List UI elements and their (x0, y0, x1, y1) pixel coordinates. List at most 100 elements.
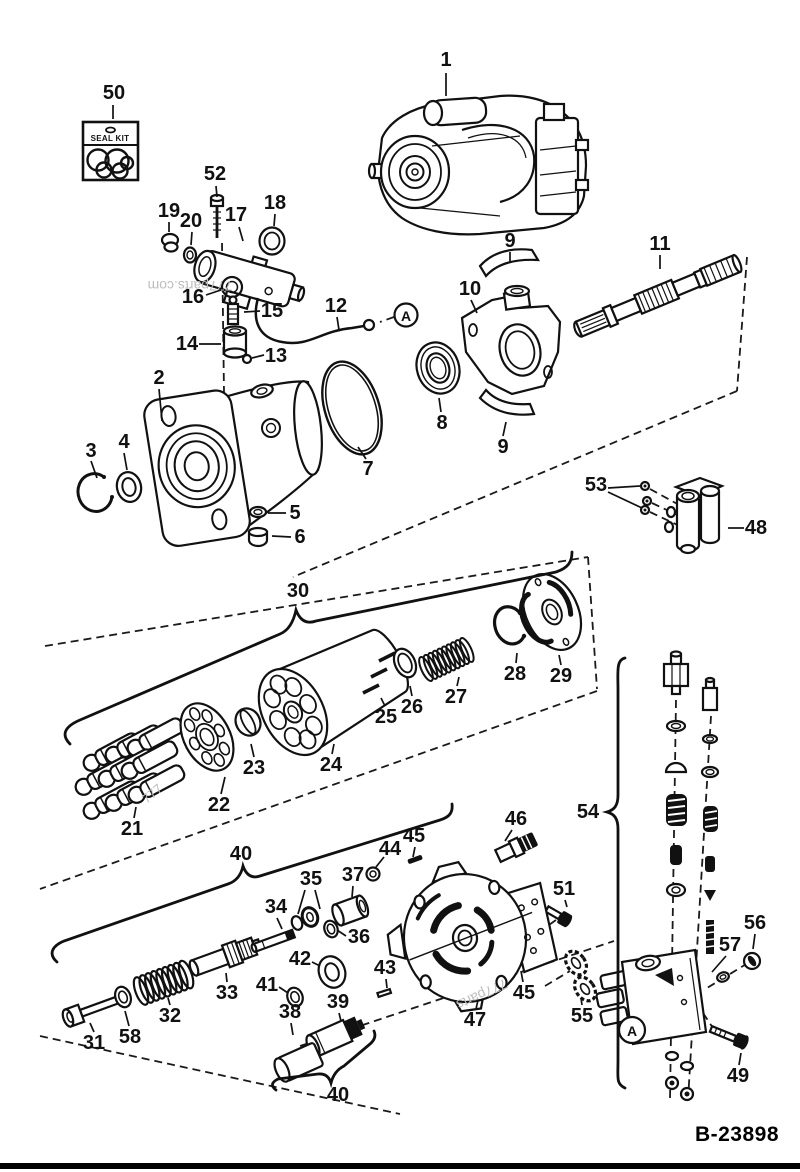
callout-54: 54 (577, 801, 600, 823)
callout-11: 11 (649, 233, 670, 255)
callout-14: 14 (176, 333, 199, 355)
callout-37: 37 (342, 864, 364, 886)
callout-32: 32 (159, 1005, 181, 1027)
callout-19: 19 (158, 200, 180, 222)
callout-3: 3 (85, 440, 96, 462)
callout-40: 40 (327, 1084, 349, 1106)
callout-5: 5 (289, 502, 300, 524)
part-34-rod (250, 928, 297, 954)
callout-40: 40 (230, 843, 252, 865)
leader-line-32 (167, 997, 171, 1006)
part-51-bolt (543, 904, 573, 928)
leader-line-7 (357, 446, 367, 460)
callout-15: 15 (261, 300, 283, 322)
watermark-parts-com: 777parts.com (148, 278, 233, 294)
part-35-seal-rings (290, 906, 320, 931)
seal-kit-label: SEAL KIT (91, 134, 130, 143)
part-12-pipe (254, 297, 376, 345)
drawing-number: B-23898 (695, 1123, 779, 1146)
leader-line-36 (336, 929, 347, 937)
leader-line-3 (90, 460, 98, 479)
part-15-spring-poppet (226, 295, 240, 326)
part-46-fitting (493, 832, 538, 864)
callout-51: 51 (553, 878, 575, 900)
part-43-pin (375, 987, 393, 999)
marker-a-lower-label: A (627, 1023, 637, 1039)
leader-line-20 (190, 231, 193, 246)
part-54-valve-components-left (662, 650, 690, 898)
callout-8: 8 (436, 412, 447, 434)
part-13-ball (241, 353, 253, 365)
page-bottom-border (0, 1163, 800, 1169)
flange-bolt-hole (211, 508, 228, 531)
leader-line-37 (351, 885, 354, 898)
callout-23: 23 (243, 757, 265, 779)
callout-10: 10 (459, 278, 481, 300)
leader-line-41 (278, 986, 289, 994)
part-3-snap-ring (76, 472, 114, 513)
callout-26: 26 (401, 696, 423, 718)
pump-front-face (379, 134, 451, 210)
part-41-washer (286, 986, 304, 1008)
leader-line-45 (412, 846, 416, 858)
leader-line-35 (314, 889, 321, 910)
seal-kit-box: SEAL KIT (81, 120, 140, 182)
callout-18: 18 (264, 192, 286, 214)
leader-line-49 (738, 1052, 742, 1066)
marker-a-upper: A (393, 302, 419, 328)
part-6-plug (247, 526, 269, 548)
leader-line-9 (502, 421, 507, 437)
callout-38: 38 (279, 1001, 301, 1023)
callout-44: 44 (379, 838, 402, 860)
callout-36: 36 (348, 926, 370, 948)
part-27-spring (418, 637, 475, 682)
part-49-bolt (708, 1024, 749, 1050)
part-42-bearing-ring (317, 955, 347, 989)
part-10-swashplate-yoke (460, 284, 562, 396)
callout-42: 42 (289, 948, 311, 970)
leader-line-8 (438, 397, 442, 413)
leader-line-39 (338, 1012, 342, 1022)
callout-17: 17 (225, 204, 247, 226)
bottom-valve-body (595, 948, 708, 1102)
callout-45: 45 (513, 982, 535, 1004)
leader-line-13 (251, 354, 265, 359)
leader-line-46 (504, 829, 513, 842)
part-8-bearing (415, 341, 461, 395)
leader-line-34 (276, 917, 283, 930)
leader-line-2 (158, 388, 163, 422)
callout-56: 56 (744, 912, 766, 934)
leader-line-12 (336, 316, 340, 331)
part-26-washer (392, 647, 418, 679)
leader-line-16 (205, 289, 222, 296)
part-11-drive-shaft (573, 253, 743, 338)
callout-39: 39 (327, 991, 349, 1013)
leader-line-58 (124, 1010, 130, 1027)
part-48-valve-block (663, 476, 725, 555)
brace-40-lower (271, 1029, 377, 1092)
part-5-washer (248, 505, 268, 519)
part-29-valve-plate (519, 573, 583, 651)
callout-58: 58 (119, 1026, 141, 1048)
part-52-screw (209, 193, 225, 238)
part-18-cap (258, 226, 286, 256)
part-25-pins (362, 651, 396, 695)
callout-45: 45 (403, 825, 425, 847)
part-54-valve-components-right (700, 676, 720, 954)
callout-4: 4 (118, 431, 130, 453)
leader-line-56 (752, 933, 756, 950)
callout-43: 43 (374, 957, 396, 979)
part-31-bolt (61, 994, 124, 1028)
leader-line-53 (607, 491, 643, 509)
callout-31: 31 (83, 1032, 105, 1054)
callout-52: 52 (204, 163, 226, 185)
part-57-washer (716, 971, 730, 983)
leader-line-44 (375, 856, 385, 868)
part-24-cylinder-barrel (257, 628, 410, 757)
leader-line-38 (290, 1022, 294, 1036)
part-56-plug (742, 951, 762, 971)
brace-54 (601, 656, 627, 1090)
part-20-ring (182, 246, 198, 264)
part-4-seal (115, 471, 143, 503)
